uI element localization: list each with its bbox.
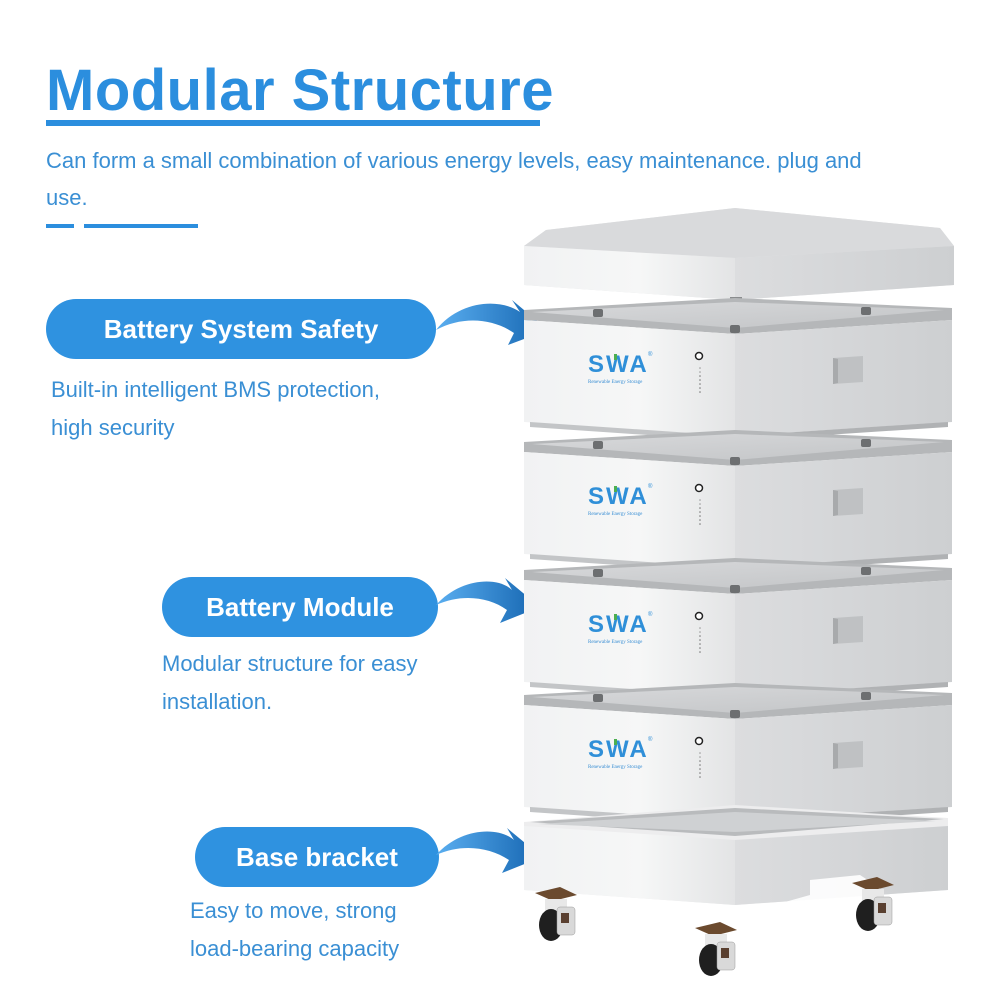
status-led	[699, 515, 701, 517]
stacking-peg	[730, 585, 740, 593]
description-line: Built-in intelligent BMS protection,	[51, 377, 380, 402]
status-led	[699, 627, 701, 629]
description-line: Modular structure for easy	[162, 651, 418, 676]
status-led	[699, 523, 701, 525]
stacking-peg	[593, 694, 603, 702]
status-led	[699, 776, 701, 778]
status-led	[699, 371, 701, 373]
top-cover	[524, 208, 954, 302]
feature-description: Built-in intelligent BMS protection, hig…	[51, 371, 380, 447]
description-line: Easy to move, strong	[190, 898, 397, 923]
page-title: Modular Structure	[46, 58, 554, 123]
status-led	[699, 511, 701, 513]
caster-wheel-icon	[695, 922, 737, 976]
stacking-peg	[593, 309, 603, 317]
status-led	[699, 764, 701, 766]
curved-arrow-icon	[436, 578, 540, 623]
base-bracket	[524, 805, 948, 905]
decorative-bar-short	[46, 224, 74, 228]
logo-leaf-icon	[614, 614, 617, 620]
status-led	[699, 391, 701, 393]
brand-logo: SWA	[588, 351, 649, 378]
status-led	[699, 760, 701, 762]
logo-leaf-icon	[614, 486, 617, 492]
page-subtitle: Can form a small combination of various …	[46, 148, 862, 210]
status-led	[699, 772, 701, 774]
status-led	[699, 756, 701, 758]
status-led	[699, 651, 701, 653]
status-led	[699, 631, 701, 633]
stacking-peg	[593, 569, 603, 577]
stacking-peg	[861, 692, 871, 700]
description-line: load-bearing capacity	[190, 936, 400, 961]
logo-leaf-icon	[614, 739, 617, 745]
brand-logo: SWA	[588, 483, 649, 510]
curved-arrow-icon	[436, 300, 548, 345]
handle-recess	[833, 356, 863, 384]
status-led	[699, 379, 701, 381]
caster-wheel-icon	[852, 877, 894, 931]
decorative-bar-long	[84, 224, 198, 228]
stacking-peg	[730, 457, 740, 465]
status-led	[699, 507, 701, 509]
feature-label-pill: Battery Module	[162, 577, 438, 637]
status-led	[699, 499, 701, 501]
status-led	[699, 503, 701, 505]
curved-arrow-icon	[436, 828, 542, 873]
status-led	[699, 519, 701, 521]
status-led	[699, 752, 701, 754]
stacking-peg	[861, 567, 871, 575]
status-led	[699, 375, 701, 377]
brand-tagline: Renewable Energy Storage	[588, 765, 643, 770]
battery-module: SWA® Renewable Energy Storage	[524, 558, 952, 701]
power-button-icon[interactable]	[694, 611, 704, 621]
status-led	[699, 639, 701, 641]
feature-label: Base bracket	[236, 841, 398, 872]
feature-description: Easy to move, strong load-bearing capaci…	[190, 892, 399, 968]
power-button-icon[interactable]	[694, 736, 704, 746]
handle-recess	[833, 741, 863, 769]
feature-label: Battery Module	[206, 591, 394, 622]
feature-description: Modular structure for easy installation.	[162, 645, 418, 721]
status-led	[699, 635, 701, 637]
brand-tagline: Renewable Energy Storage	[588, 640, 643, 645]
battery-module: SWA® Renewable Energy Storage	[524, 298, 952, 441]
registered-mark: ®	[648, 351, 653, 358]
title-underline	[46, 120, 540, 126]
caster-wheel-icon	[535, 887, 577, 941]
stacking-peg	[730, 325, 740, 333]
status-led	[699, 768, 701, 770]
stacking-peg	[730, 710, 740, 718]
description-line: installation.	[162, 689, 273, 714]
logo-leaf-icon	[614, 354, 617, 360]
battery-module: SWA® Renewable Energy Storage	[524, 430, 952, 573]
registered-mark: ®	[648, 483, 653, 490]
feature-label-pill: Base bracket	[195, 827, 439, 887]
brand-logo: SWA	[588, 611, 649, 638]
brand-tagline: Renewable Energy Storage	[588, 512, 643, 517]
handle-recess	[833, 488, 863, 516]
brand-logo: SWA	[588, 736, 649, 763]
feature-label-pill: Battery System Safety	[46, 299, 436, 359]
handle-recess	[833, 616, 863, 644]
power-button-icon[interactable]	[694, 351, 704, 361]
battery-module: SWA® Renewable Energy Storage	[524, 683, 952, 826]
status-led	[699, 367, 701, 369]
power-button-icon[interactable]	[694, 483, 704, 493]
status-led	[699, 383, 701, 385]
registered-mark: ®	[648, 736, 653, 743]
description-line: high security	[51, 415, 175, 440]
stacking-peg	[861, 439, 871, 447]
stacking-peg	[593, 441, 603, 449]
status-led	[699, 643, 701, 645]
status-led	[699, 387, 701, 389]
brand-tagline: Renewable Energy Storage	[588, 380, 643, 385]
registered-mark: ®	[648, 611, 653, 618]
status-led	[699, 647, 701, 649]
feature-label: Battery System Safety	[103, 313, 379, 344]
stacking-peg	[861, 307, 871, 315]
